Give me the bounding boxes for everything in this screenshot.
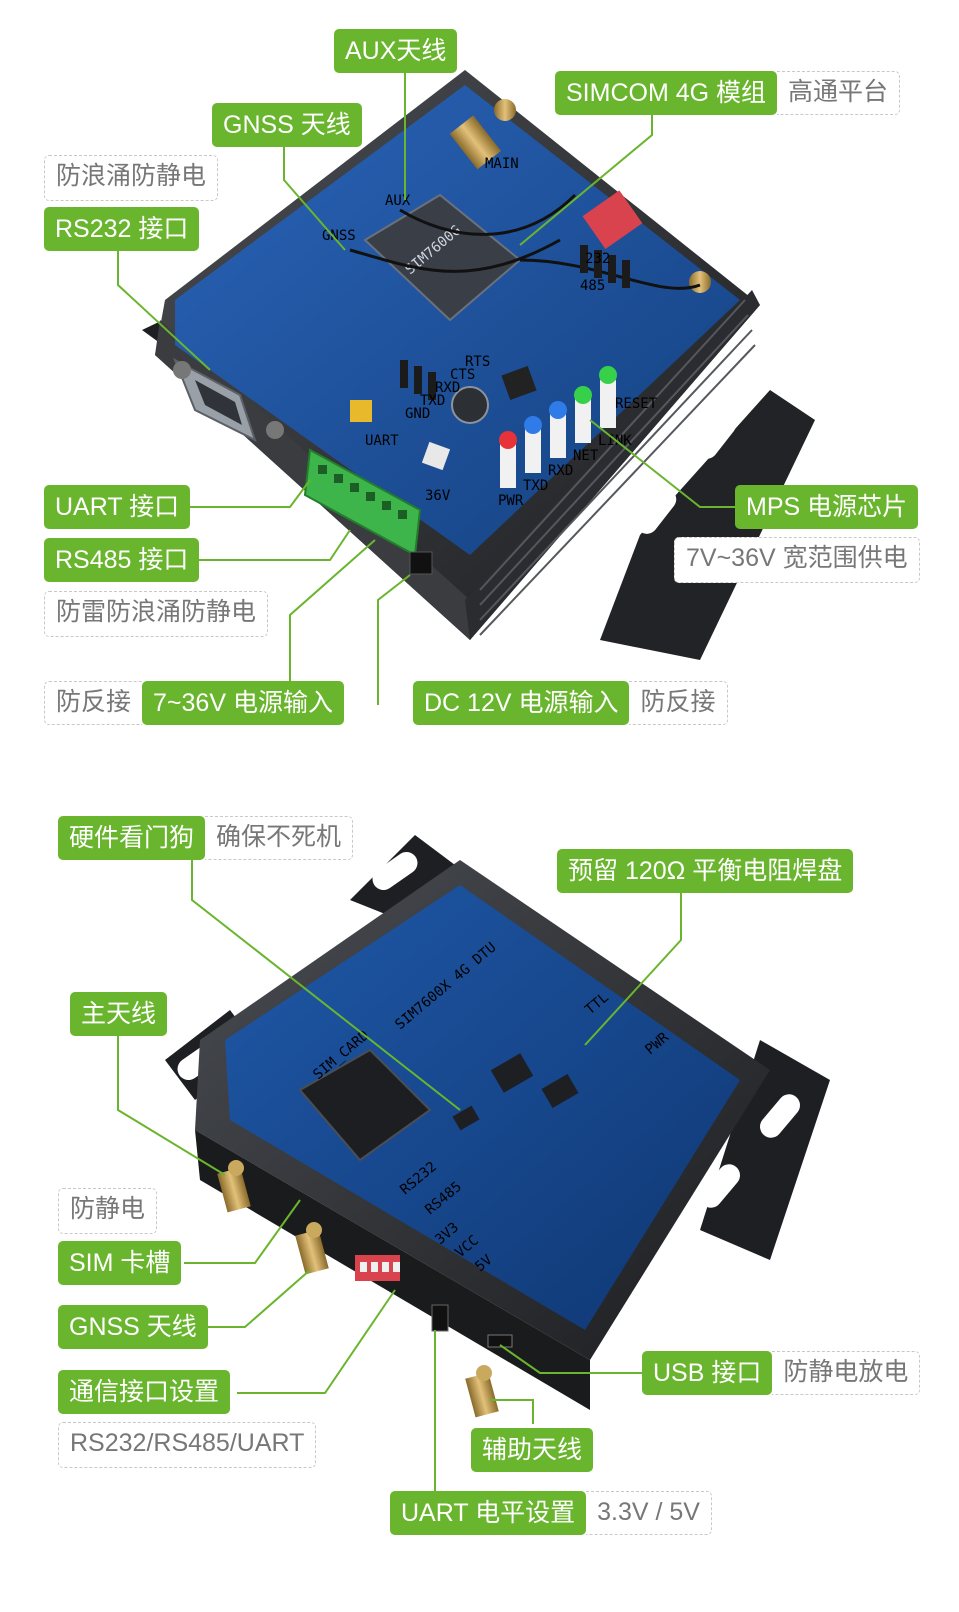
top-board-485-text: 485 <box>580 278 605 294</box>
label-note: 防反接 <box>44 681 143 725</box>
label-text: 通信接口设置 <box>58 1370 231 1414</box>
note-wide-voltage: 7V~36V 宽范围供电 <box>674 537 920 583</box>
bottom-flange-right <box>700 1040 830 1260</box>
bottom-toggle-switch <box>431 1304 449 1332</box>
top-led-label: NET <box>573 448 599 464</box>
label-note: 3.3V / 5V <box>586 1491 712 1535</box>
top-board-36v-text: 36V <box>425 488 451 504</box>
bottom-usb-port <box>487 1334 513 1348</box>
label-comm-setting: 通信接口设置 <box>58 1370 231 1414</box>
label-text: 主天线 <box>70 992 168 1036</box>
label-watchdog: 硬件看门狗 确保不死机 <box>58 816 354 860</box>
label-text: GNSS 天线 <box>58 1305 208 1349</box>
top-board-reset-text: RESET <box>615 396 658 412</box>
top-dip-switch <box>582 190 643 250</box>
label-text: UART 电平设置 <box>390 1491 587 1535</box>
bottom-sim-holder <box>298 1048 432 1162</box>
label-uart-level: UART 电平设置 3.3V / 5V <box>390 1491 712 1535</box>
top-board-main-text: MAIN <box>485 156 519 172</box>
label-text: 硬件看门狗 <box>58 816 206 860</box>
top-flange-right <box>600 390 815 660</box>
top-pcb <box>175 85 740 555</box>
label-text: AUX天线 <box>334 29 458 73</box>
label-text: 预留 120Ω 平衡电阻焊盘 <box>557 849 854 893</box>
top-pin-label: RTS <box>465 354 490 370</box>
label-simcom-module: SIMCOM 4G 模组 高通平台 <box>555 71 901 115</box>
label-usb-port: USB 接口 防静电放电 <box>642 1351 921 1395</box>
note-esd: 防静电 <box>58 1188 158 1234</box>
label-note: 防反接 <box>629 681 728 725</box>
top-pin-label: RXD <box>435 380 460 396</box>
label-note: 高通平台 <box>777 71 901 115</box>
top-status-leds <box>499 366 617 488</box>
top-led-label: TXD <box>523 478 548 494</box>
label-gnss-antenna-top: GNSS 天线 <box>212 103 362 147</box>
label-text: 7~36V 电源输入 <box>142 681 344 725</box>
top-db9-connector <box>173 357 284 442</box>
label-note: 防静电放电 <box>772 1351 921 1395</box>
label-text: UART 接口 <box>44 485 191 529</box>
note-lightning-surge-esd: 防雷防浪涌防静电 <box>44 591 269 637</box>
label-sim-slot: SIM 卡槽 <box>58 1241 182 1285</box>
label-uart-port: UART 接口 <box>44 485 191 529</box>
label-text: SIMCOM 4G 模组 <box>555 71 778 115</box>
top-dc-jack <box>409 551 433 575</box>
label-text: SIM 卡槽 <box>58 1241 182 1285</box>
bottom-device: SIM7600X 4G DTU SIM_CARD RS232 RS485 TTL… <box>165 835 830 1418</box>
label-dc-12v-input: DC 12V 电源输入 防反接 <box>413 681 728 725</box>
top-led-label: RXD <box>548 463 573 479</box>
bottom-sma-main <box>217 1160 251 1213</box>
bottom-flange-top <box>350 835 475 920</box>
label-text: DC 12V 电源输入 <box>413 681 630 725</box>
label-aux-antenna: AUX天线 <box>334 29 458 73</box>
label-aux-antenna-bottom: 辅助天线 <box>471 1428 594 1472</box>
label-text: USB 接口 <box>642 1351 773 1395</box>
top-pin-label: TXD <box>420 393 445 409</box>
label-note: 确保不死机 <box>205 816 354 860</box>
bottom-sma-gnss <box>295 1222 329 1275</box>
label-text: MPS 电源芯片 <box>735 485 919 529</box>
label-rs232-port: RS232 接口 <box>44 207 200 251</box>
label-power-input-7-36v: 防反接 7~36V 电源输入 <box>44 681 344 725</box>
top-pin-label: CTS <box>450 367 475 383</box>
top-device: SIM7600G <box>142 70 815 660</box>
bottom-sma-aux <box>465 1365 499 1418</box>
label-mps-power-chip: MPS 电源芯片 <box>735 485 919 529</box>
label-gnss-antenna-bottom: GNSS 天线 <box>58 1305 208 1349</box>
top-led-label: PWR <box>498 493 524 509</box>
label-text: RS485 接口 <box>44 538 200 582</box>
label-text: GNSS 天线 <box>212 103 362 147</box>
leader-lines <box>117 73 735 1495</box>
bottom-pcb <box>225 885 740 1330</box>
label-text: RS232 接口 <box>44 207 200 251</box>
label-rs485-port: RS485 接口 <box>44 538 200 582</box>
note-comm-modes: RS232/RS485/UART <box>58 1422 317 1468</box>
label-resistor-pad: 预留 120Ω 平衡电阻焊盘 <box>557 849 854 893</box>
top-board-uart-text: UART <box>365 433 399 449</box>
label-main-antenna: 主天线 <box>70 992 168 1036</box>
top-pin-label: GND <box>405 406 430 422</box>
top-board-aux-text: AUX <box>385 193 411 209</box>
top-board-232-text: 232 <box>585 251 610 267</box>
label-text: 辅助天线 <box>471 1428 594 1472</box>
note-anti-surge-esd: 防浪涌防静电 <box>44 155 219 201</box>
